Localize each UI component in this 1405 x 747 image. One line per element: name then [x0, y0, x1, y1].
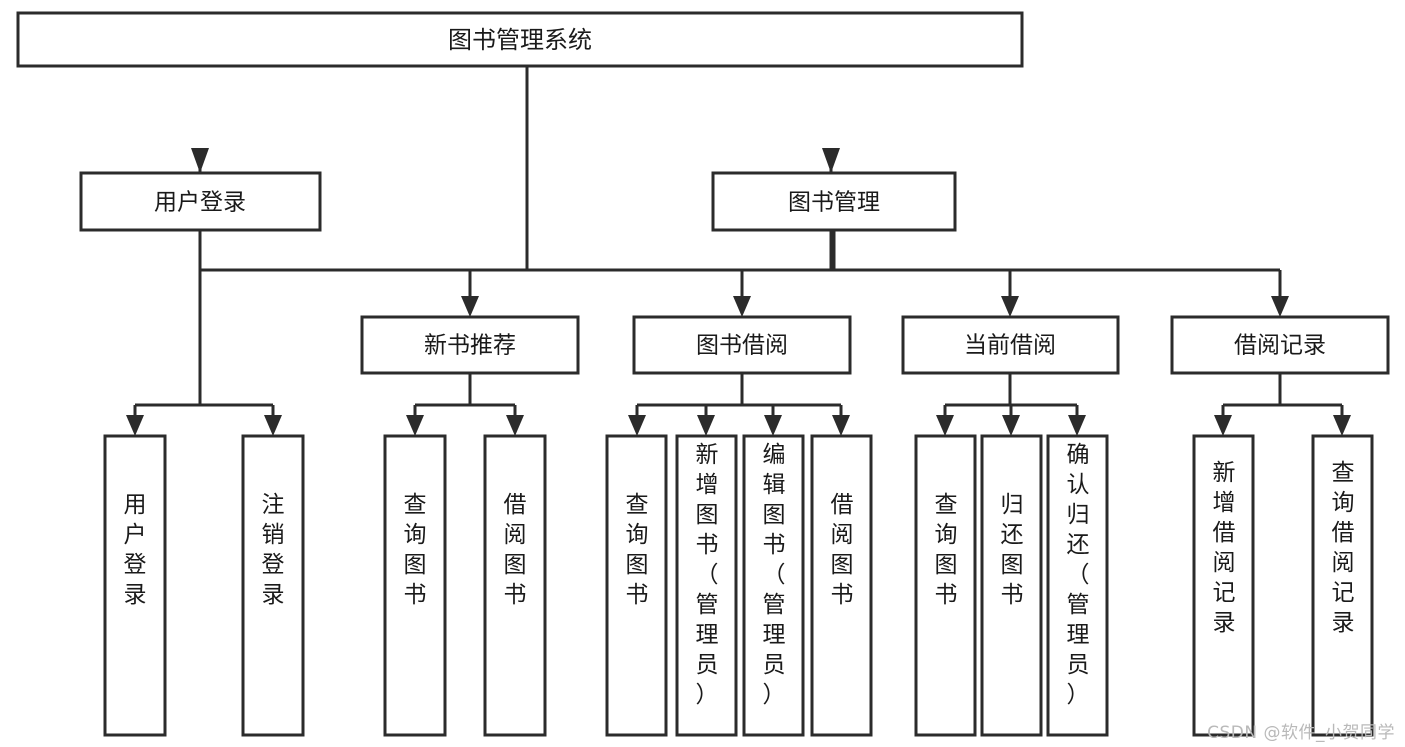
arrow-head-leaf-add-book	[697, 415, 715, 436]
leaf-logout-box[interactable]	[241, 434, 305, 737]
arrow-head-book-manage	[822, 148, 840, 173]
node-book-borrow-label: 图书借阅	[696, 333, 788, 359]
node-book-borrow[interactable]: 图书借阅	[632, 315, 852, 375]
node-new-book-recommend[interactable]: 新书推荐	[360, 315, 580, 375]
leaf-edit-book-label: 编辑图书（管理员）	[763, 442, 786, 708]
leaf-return-book-box[interactable]	[980, 434, 1043, 737]
connector-group-new-book-leaves	[406, 373, 524, 436]
node-book-manage-label: 图书管理	[788, 190, 880, 216]
node-borrow-record[interactable]: 借阅记录	[1170, 315, 1390, 375]
arrow-head-borrow-record	[1271, 296, 1289, 317]
node-borrow-record-box[interactable]	[1170, 315, 1390, 375]
connector-group-root	[191, 66, 840, 272]
leaf-node-return-book[interactable]: 归还图书	[980, 434, 1043, 737]
connector-group-current-borrow-leaves	[936, 373, 1086, 436]
leaf-query-book-1-label: 查询图书	[404, 492, 427, 608]
leaf-logout-label: 注销登录	[262, 492, 285, 608]
arrow-head-leaf-query-book-3	[936, 415, 954, 436]
leaf-query-record-label: 查询借阅记录	[1332, 460, 1355, 636]
arrow-head-leaf-add-record	[1214, 415, 1232, 436]
leaf-borrow-book-1-label: 借阅图书	[504, 492, 527, 608]
connector-group-book-manage	[461, 230, 1289, 317]
arrow-head-leaf-edit-book	[764, 415, 782, 436]
node-borrow-record-label: 借阅记录	[1234, 333, 1326, 359]
arrow-head-leaf-query-record	[1333, 415, 1351, 436]
leaf-add-record-box[interactable]	[1192, 434, 1255, 737]
leaf-query-book-1-box[interactable]	[383, 434, 447, 737]
node-user-login[interactable]: 用户登录	[79, 171, 322, 232]
leaf-query-book-2-box[interactable]	[605, 434, 668, 737]
leaf-node-query-record[interactable]: 查询借阅记录	[1311, 434, 1374, 737]
node-new-book-recommend-box[interactable]	[360, 315, 580, 375]
node-root[interactable]: 图书管理系统	[16, 11, 1024, 68]
leaf-user-login-box[interactable]	[103, 434, 167, 737]
arrow-head-book-borrow	[733, 296, 751, 317]
leaf-node-borrow-book-1[interactable]: 借阅图书	[483, 434, 547, 737]
leaf-node-add-book[interactable]: 新增图书（管理员）	[675, 434, 738, 737]
leaf-node-borrow-book-2[interactable]: 借阅图书	[810, 434, 873, 737]
node-current-borrow[interactable]: 当前借阅	[901, 315, 1120, 375]
connector-group-book-borrow-leaves	[628, 373, 850, 436]
leaf-query-record-box[interactable]	[1311, 434, 1374, 737]
leaf-node-query-book-3[interactable]: 查询图书	[914, 434, 977, 737]
leaf-node-edit-book[interactable]: 编辑图书（管理员）	[742, 434, 805, 737]
leaf-borrow-book-2-label: 借阅图书	[831, 492, 854, 608]
leaf-confirm-return-box[interactable]	[1046, 434, 1109, 737]
leaf-add-book-box[interactable]	[675, 434, 738, 737]
node-user-login-label: 用户登录	[154, 190, 246, 216]
node-current-borrow-label: 当前借阅	[964, 333, 1056, 359]
leaf-node-confirm-return[interactable]: 确认归还（管理员）	[1046, 434, 1109, 737]
node-book-manage-box[interactable]	[711, 171, 957, 232]
leaf-return-book-label: 归还图书	[1001, 492, 1024, 608]
leaf-user-login-label: 用户登录	[124, 492, 147, 608]
node-new-book-recommend-label: 新书推荐	[424, 333, 516, 359]
csdn-watermark: CSDN @软件_小贺同学	[1207, 723, 1395, 743]
node-book-borrow-box[interactable]	[632, 315, 852, 375]
node-root-box[interactable]	[16, 11, 1024, 68]
arrow-head-leaf-query-book-2	[628, 415, 646, 436]
leaf-edit-book-box[interactable]	[742, 434, 805, 737]
arrow-head-leaf-borrow-book-1	[506, 415, 524, 436]
arrow-head-new-book-recommend	[461, 296, 479, 317]
arrow-head-leaf-borrow-book-2	[832, 415, 850, 436]
arrow-head-leaf-return-book	[1002, 415, 1020, 436]
node-user-login-box[interactable]	[79, 171, 322, 232]
arrow-head-current-borrow	[1001, 296, 1019, 317]
leaf-query-book-3-label: 查询图书	[935, 492, 958, 608]
connector-group-borrow-record-leaves	[1214, 373, 1351, 436]
node-book-manage[interactable]: 图书管理	[711, 171, 957, 232]
arrow-head-leaf-logout	[264, 415, 282, 436]
leaf-node-query-book-1[interactable]: 查询图书	[383, 434, 447, 737]
leaf-borrow-book-1-box[interactable]	[483, 434, 547, 737]
leaf-node-query-book-2[interactable]: 查询图书	[605, 434, 668, 737]
leaf-node-user-login[interactable]: 用户登录	[103, 434, 167, 737]
arrow-head-leaf-confirm-return	[1068, 415, 1086, 436]
leaf-borrow-book-2-box[interactable]	[810, 434, 873, 737]
leaf-node-logout[interactable]: 注销登录	[241, 434, 305, 737]
leaf-node-add-record[interactable]: 新增借阅记录	[1192, 434, 1255, 737]
leaf-query-book-2-label: 查询图书	[626, 492, 649, 608]
leaf-add-record-label: 新增借阅记录	[1213, 460, 1236, 636]
leaf-confirm-return-label: 确认归还（管理员）	[1067, 442, 1090, 708]
node-root-label: 图书管理系统	[448, 26, 592, 54]
connector-group-user-login-leaves	[126, 230, 282, 436]
leaf-query-book-3-box[interactable]	[914, 434, 977, 737]
arrow-head-leaf-user-login	[126, 415, 144, 436]
arrow-head-user-login	[191, 148, 209, 173]
leaf-add-book-label: 新增图书（管理员）	[696, 442, 719, 708]
node-current-borrow-box[interactable]	[901, 315, 1120, 375]
arrow-head-leaf-query-book-1	[406, 415, 424, 436]
